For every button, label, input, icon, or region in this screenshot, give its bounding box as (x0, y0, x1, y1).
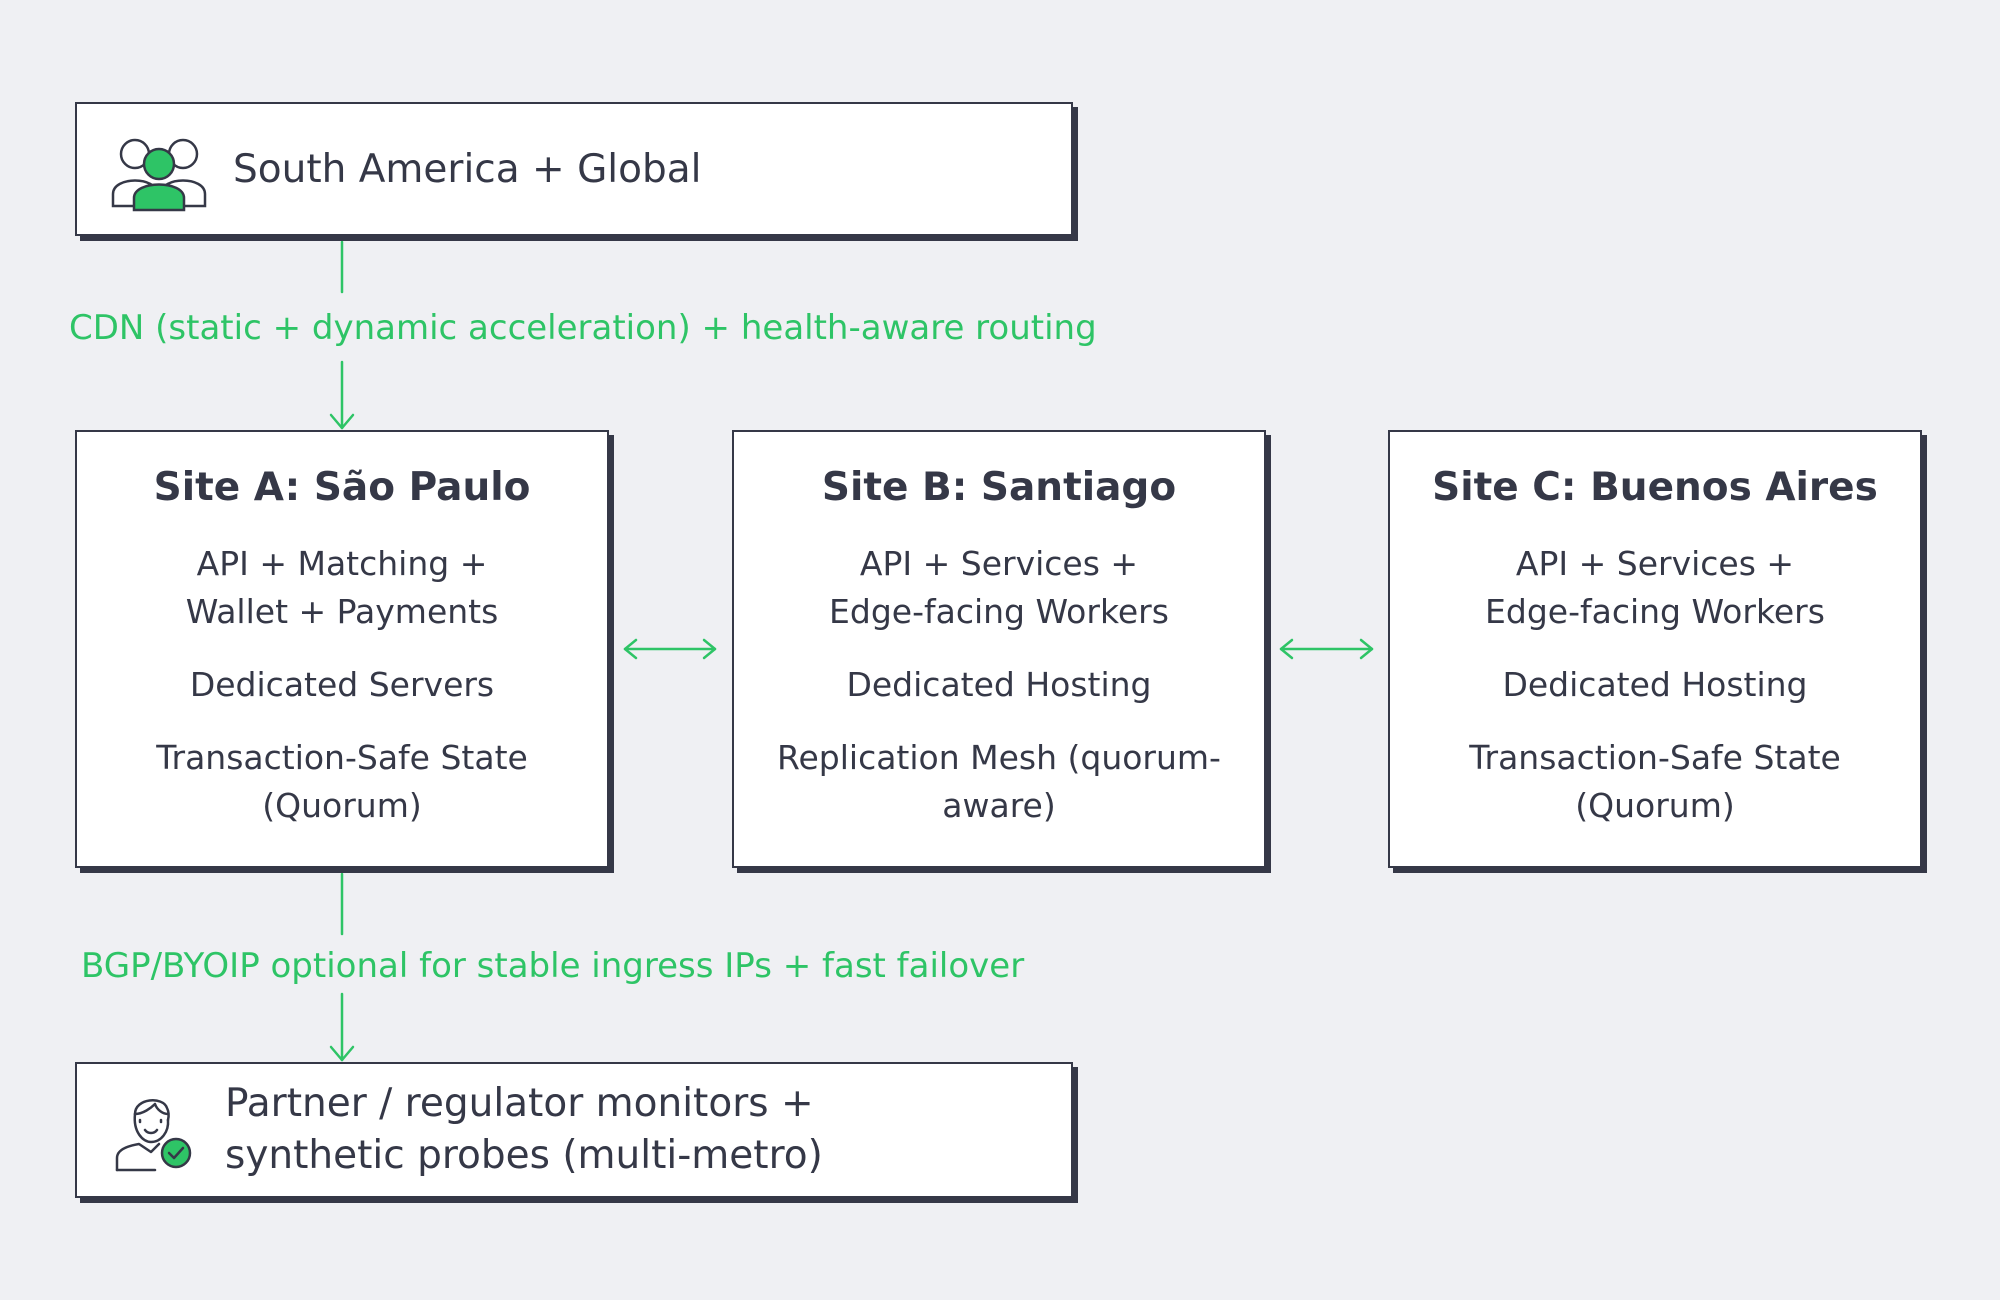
audience-node: South America + Global (75, 102, 1073, 236)
monitors-label: Partner / regulator monitors + synthetic… (225, 1078, 823, 1182)
site-b-line: Dedicated Hosting (846, 665, 1152, 704)
verified-person-icon (115, 1099, 192, 1172)
site-a-line: API + Matching + (196, 544, 488, 583)
site-a-b-link-arrow (623, 638, 717, 660)
site-b-c-link-arrow (1279, 638, 1374, 660)
site-a-node: Site A: São Paulo API + Matching + Walle… (75, 430, 609, 868)
site-c-title: Site C: Buenos Aires (1432, 465, 1878, 510)
site-b-line: Edge-facing Workers (829, 592, 1169, 631)
monitors-label-line: Partner / regulator monitors + (225, 1081, 814, 1126)
cdn-routing-label: CDN (static + dynamic acceleration) + he… (69, 308, 1097, 348)
site-c-line: Edge-facing Workers (1485, 592, 1825, 631)
users-group-icon (111, 138, 207, 212)
site-a-line: Transaction-Safe State (156, 738, 528, 777)
site-b-line: Replication Mesh (quorum- (777, 738, 1221, 777)
site-b-node: Site B: Santiago API + Services + Edge-f… (732, 430, 1266, 868)
site-b-line: API + Services + (859, 544, 1139, 583)
site-a-title: Site A: São Paulo (153, 465, 531, 510)
top-connector-arrow (329, 240, 355, 430)
site-a-line: (Quorum) (262, 786, 422, 825)
site-c-node: Site C: Buenos Aires API + Services + Ed… (1388, 430, 1922, 868)
site-b-title: Site B: Santiago (821, 465, 1177, 510)
site-c-line: (Quorum) (1575, 786, 1735, 825)
monitors-label-line: synthetic probes (multi-metro) (225, 1133, 823, 1178)
bgp-failover-label: BGP/BYOIP optional for stable ingress IP… (81, 946, 1025, 986)
site-b-line: aware) (942, 786, 1056, 825)
site-a-line: Wallet + Payments (185, 592, 499, 631)
site-c-line: API + Services + (1515, 544, 1795, 583)
site-a-line: Dedicated Servers (189, 665, 495, 704)
site-c-line: Transaction-Safe State (1469, 738, 1841, 777)
site-c-line: Dedicated Hosting (1502, 665, 1808, 704)
audience-label: South America + Global (233, 147, 702, 192)
monitors-node: Partner / regulator monitors + synthetic… (75, 1062, 1073, 1198)
bottom-connector-arrow (329, 872, 355, 1062)
